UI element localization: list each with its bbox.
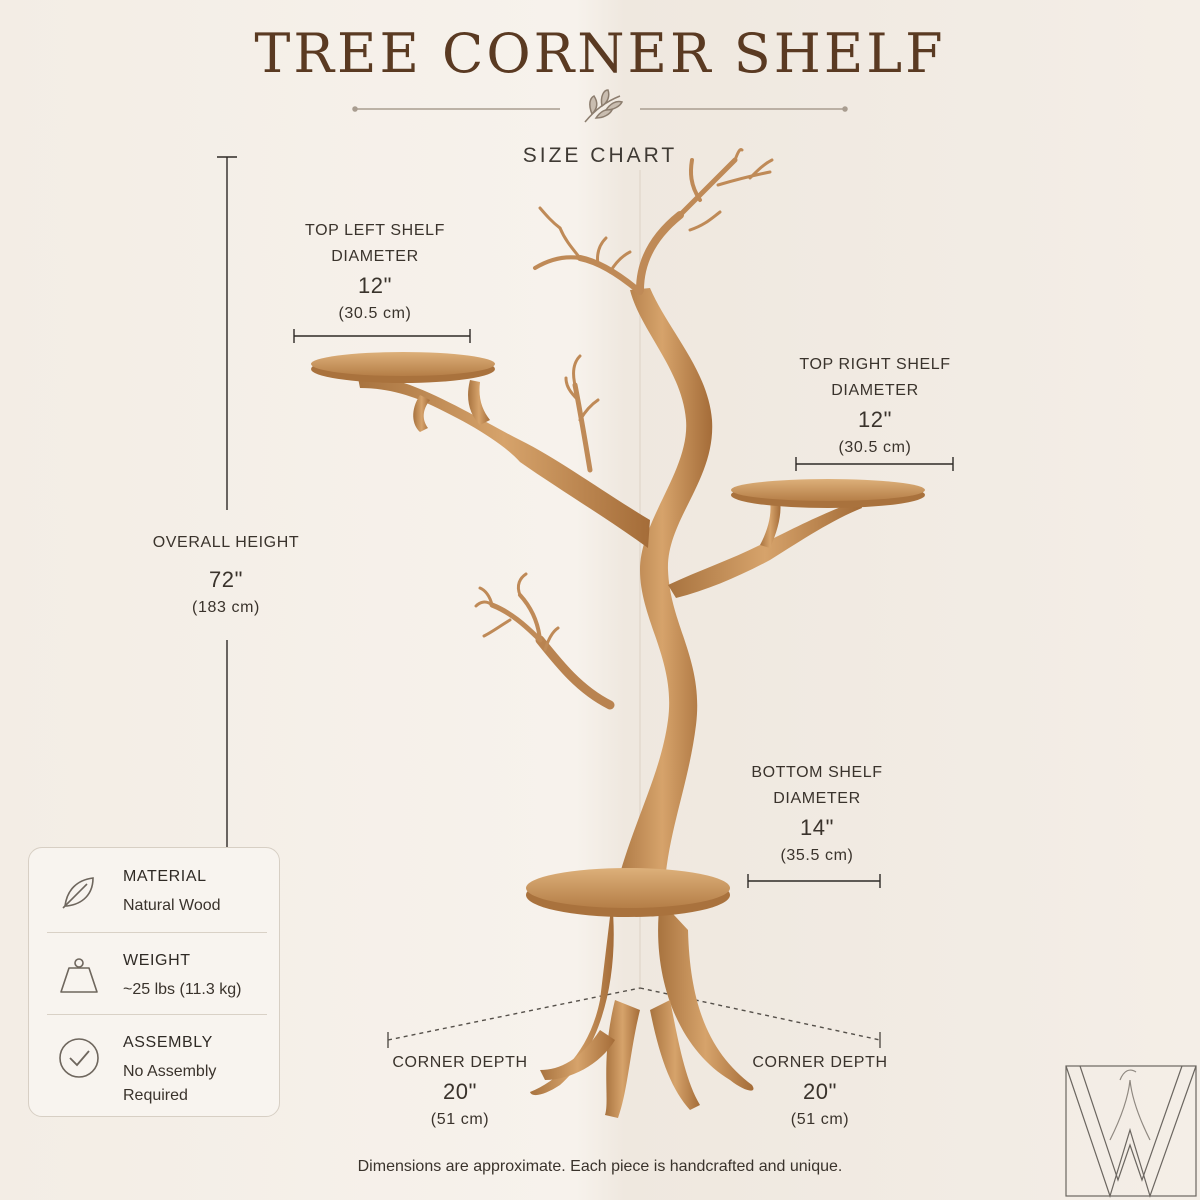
spec-material: MATERIAL Natural Wood	[29, 848, 279, 932]
dim-overall-label: OVERALL HEIGHT	[152, 534, 300, 551]
spec-weight-value: ~25 lbs (11.3 kg)	[123, 981, 242, 998]
footer-caption: Dimensions are approximate. Each piece i…	[357, 1158, 843, 1175]
spec-assembly-value: No Assembly Required	[123, 1060, 216, 1108]
weight-icon	[60, 958, 98, 993]
specs-panel: MATERIAL Natural Wood WEIGHT ~25 lbs (11…	[28, 847, 280, 1117]
spec-assembly-value-line2: Required	[123, 1087, 188, 1104]
spec-weight-key: WEIGHT	[123, 952, 191, 969]
spec-assembly-key: ASSEMBLY	[123, 1034, 213, 1051]
dim-depth-right-label: CORNER DEPTH	[752, 1054, 888, 1071]
dim-depth-right-metric: (51 cm)	[790, 1111, 850, 1128]
dim-top-right-label1: TOP RIGHT SHELF	[799, 356, 951, 373]
dim-depth-left: CORNER DEPTH 20" (51 cm)	[370, 1050, 550, 1132]
leaf-icon	[62, 877, 94, 909]
spec-divider	[47, 932, 267, 933]
dim-top-right-metric: (30.5 cm)	[838, 439, 912, 456]
top-left-shelf	[311, 352, 495, 383]
branch-top-left	[358, 377, 650, 548]
dim-overall-imperial: 72"	[208, 567, 244, 592]
branch-lower-left	[535, 635, 615, 710]
dim-bottom-imperial: 14"	[799, 815, 835, 840]
dim-top-right-imperial: 12"	[857, 407, 893, 432]
spec-assembly: ASSEMBLY No Assembly Required	[29, 1014, 279, 1104]
title-ornament	[352, 89, 848, 123]
dim-bottom-label1: BOTTOM SHELF	[751, 764, 883, 781]
dim-depth-right-imperial: 20"	[802, 1079, 838, 1104]
branch-top-right	[668, 500, 862, 598]
spec-weight: WEIGHT ~25 lbs (11.3 kg)	[29, 932, 279, 1016]
dim-depth-left-imperial: 20"	[442, 1079, 478, 1104]
dim-top-right-label2: DIAMETER	[831, 382, 919, 399]
twigs	[474, 148, 774, 652]
page-title: TREE CORNER SHELF	[254, 22, 946, 85]
dim-top-left-label2: DIAMETER	[331, 248, 419, 265]
dim-overall-metric: (183 cm)	[192, 599, 260, 616]
spec-divider	[47, 1014, 267, 1015]
top-right-shelf	[731, 479, 925, 508]
dim-top-left-imperial: 12"	[357, 273, 393, 298]
dim-top-left: TOP LEFT SHELF DIAMETER 12" (30.5 cm)	[270, 218, 480, 326]
bottom-shelf	[526, 868, 730, 917]
dim-bottom: BOTTOM SHELF DIAMETER 14" (35.5 cm)	[712, 760, 922, 868]
dimension-lines	[217, 156, 954, 888]
brand-logo	[1065, 1065, 1197, 1198]
tree-roots	[530, 900, 754, 1118]
dim-bottom-label2: DIAMETER	[773, 790, 861, 807]
page-subtitle: SIZE CHART	[522, 144, 678, 167]
dim-top-left-metric: (30.5 cm)	[338, 305, 412, 322]
dim-top-left-label1: TOP LEFT SHELF	[304, 222, 445, 239]
dim-top-right: TOP RIGHT SHELF DIAMETER 12" (30.5 cm)	[770, 352, 980, 460]
dim-depth-right: CORNER DEPTH 20" (51 cm)	[730, 1050, 910, 1132]
corner-depth-left-dashed	[387, 987, 641, 1041]
dim-depth-left-metric: (51 cm)	[430, 1111, 490, 1128]
spec-assembly-value-line1: No Assembly	[123, 1063, 217, 1080]
check-circle-icon	[59, 1038, 99, 1078]
dim-depth-left-label: CORNER DEPTH	[392, 1054, 528, 1071]
dim-overall-height: OVERALL HEIGHT 72" (183 cm)	[120, 530, 332, 620]
spec-material-key: MATERIAL	[123, 868, 207, 885]
tree-trunk	[612, 288, 713, 905]
spec-material-value: Natural Wood	[123, 897, 221, 914]
dim-bottom-metric: (35.5 cm)	[780, 847, 854, 864]
